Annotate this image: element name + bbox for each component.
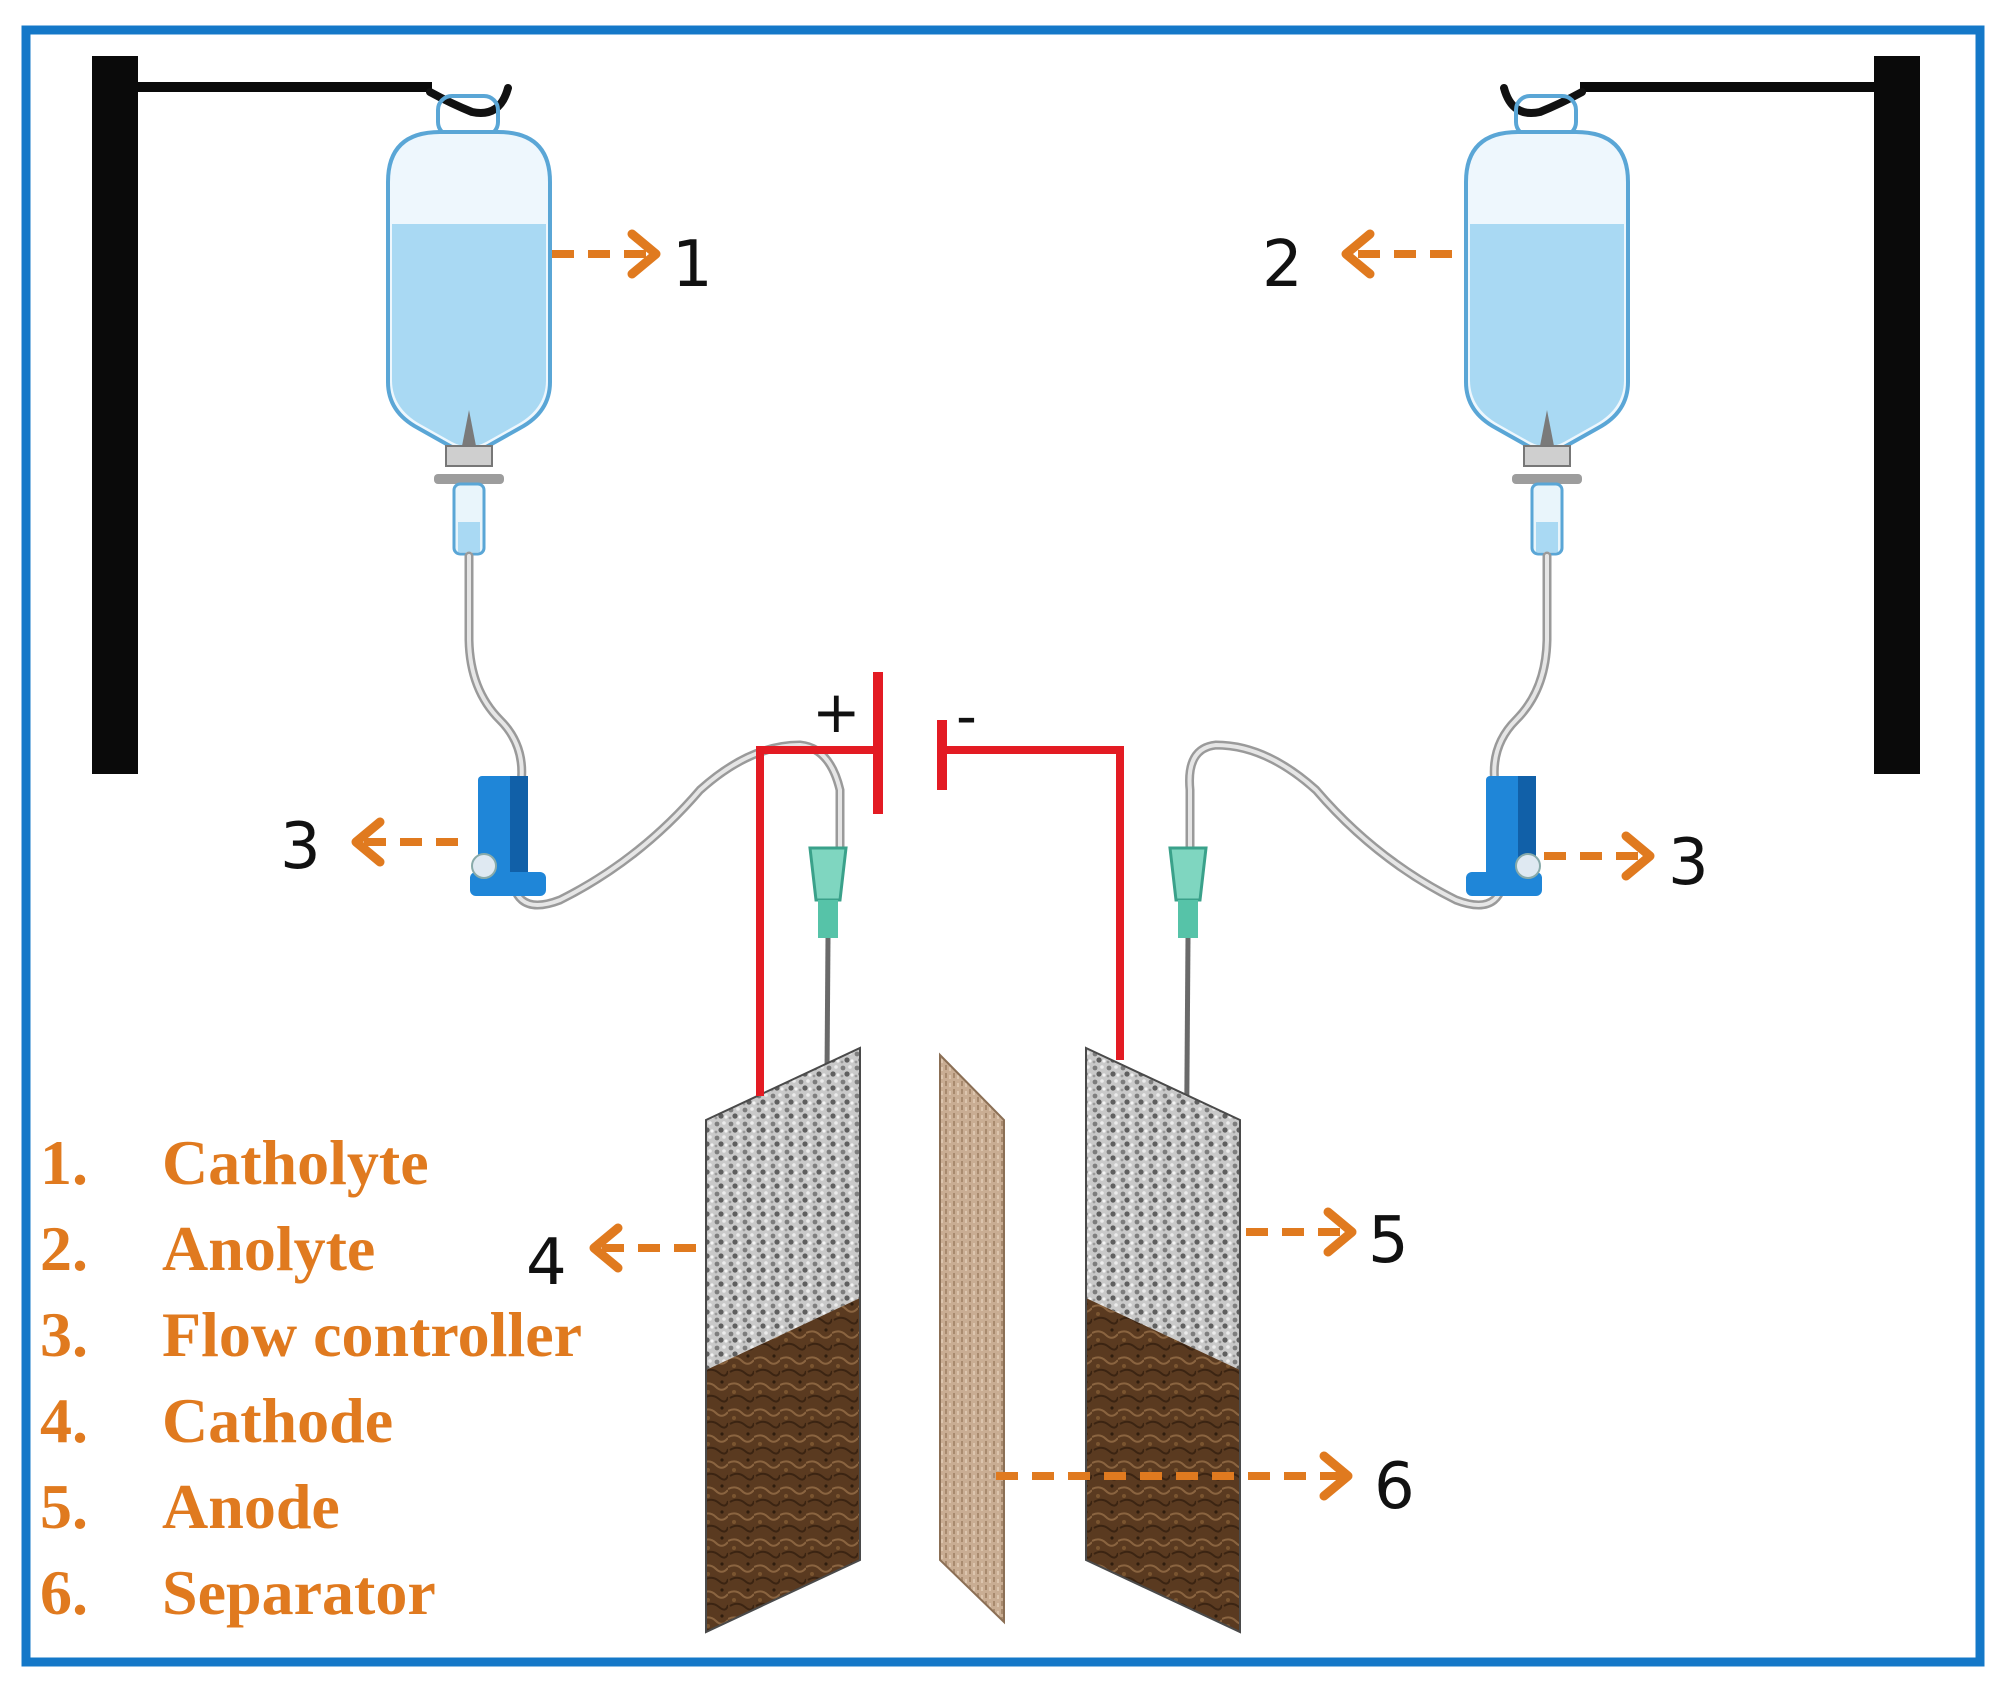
marker-6: 6	[1374, 1450, 1415, 1524]
legend-num-2: 2.	[40, 1213, 88, 1284]
right-iv-stand	[1500, 56, 1920, 774]
legend-num-5: 5.	[40, 1471, 88, 1542]
callout-arrow-5	[1246, 1207, 1357, 1257]
callout-arrow-3-left	[351, 817, 458, 867]
right-tubing	[1185, 551, 1552, 910]
anolyte-bag	[1464, 94, 1630, 556]
legend-label-6: Separator	[162, 1557, 436, 1628]
legend-label-5: Anode	[162, 1471, 340, 1542]
marker-2: 2	[1262, 228, 1303, 302]
cathode-electrode	[705, 1046, 861, 1634]
callout-arrow-1	[552, 229, 661, 279]
catholyte-bag	[386, 94, 552, 556]
anode-electrode	[1085, 1046, 1241, 1634]
power-supply-wiring	[756, 672, 1124, 1096]
marker-1: 1	[672, 228, 713, 302]
legend-num-3: 3.	[40, 1299, 88, 1370]
marker-3-right: 3	[1668, 826, 1709, 900]
callout-arrow-6	[996, 1451, 1353, 1501]
legend: 1. Catholyte 2. Anolyte 3. Flow controll…	[40, 1127, 582, 1628]
legend-num-4: 4.	[40, 1385, 88, 1456]
legend-label-4: Cathode	[162, 1385, 393, 1456]
marker-3-left: 3	[280, 810, 321, 884]
legend-num-1: 1.	[40, 1127, 88, 1198]
legend-num-6: 6.	[40, 1557, 88, 1628]
legend-label-1: Catholyte	[162, 1127, 429, 1198]
right-flow-controller	[1466, 776, 1542, 896]
legend-label-3: Flow controller	[162, 1299, 582, 1370]
marker-4: 4	[526, 1226, 567, 1300]
left-flow-controller	[470, 776, 546, 896]
callout-arrow-4	[589, 1223, 696, 1273]
battery-positive-sign: +	[812, 678, 861, 746]
legend-label-2: Anolyte	[162, 1213, 375, 1284]
callout-arrow-3-right	[1544, 831, 1655, 881]
battery-negative-sign: -	[956, 682, 977, 750]
left-iv-stand	[92, 56, 512, 774]
left-tubing	[464, 551, 845, 910]
callout-arrow-2	[1341, 229, 1452, 279]
marker-5: 5	[1368, 1204, 1409, 1278]
separator-membrane	[939, 1052, 1005, 1625]
